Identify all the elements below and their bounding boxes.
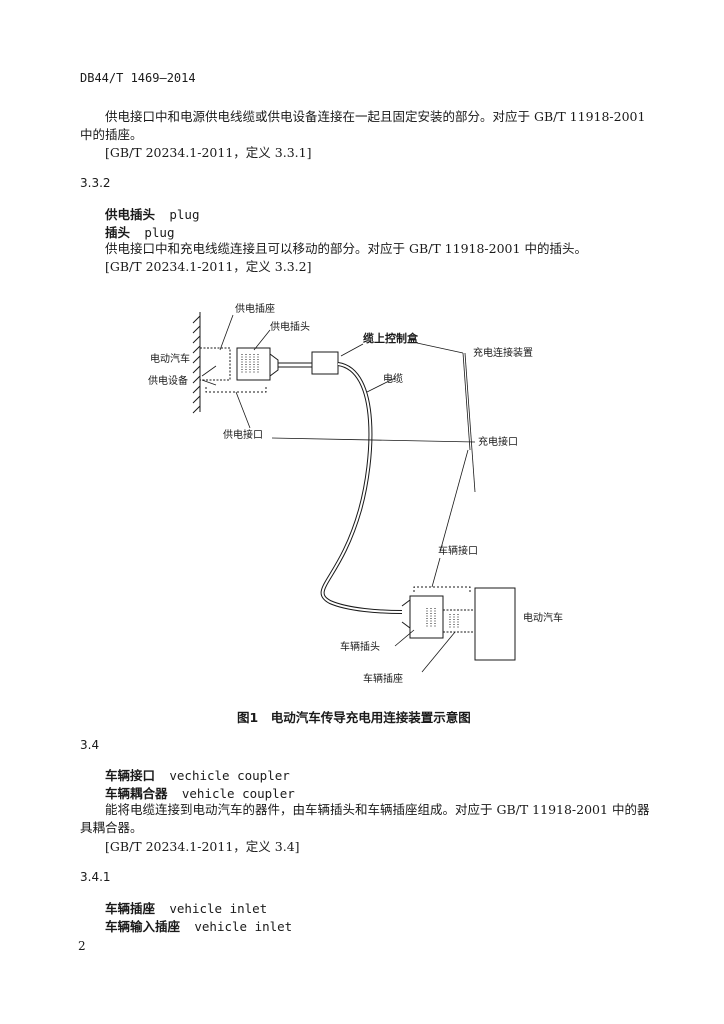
term-cn: 车辆接口 xyxy=(105,768,156,783)
term-en: plug xyxy=(144,225,175,240)
s34-definition-line1: 能将电缆连接到电动汽车的器件，由车辆插头和车辆插座组成。对应于 GB/T 119… xyxy=(105,802,650,817)
term-en: vehicle inlet xyxy=(194,919,293,934)
label-control-box: 缆上控制盒 xyxy=(363,331,419,345)
supply-plug-shape xyxy=(236,347,271,381)
leader-lines xyxy=(201,314,476,673)
label-supply-socket: 供电插座 xyxy=(235,302,275,315)
vehicle-plug-shape xyxy=(409,595,444,639)
label-ev-right: 电动汽车 xyxy=(523,611,563,624)
term-vehicle-coupler: 车辆接口 vechicle coupler xyxy=(105,765,290,784)
vehicle-coupler-bracket xyxy=(413,586,471,592)
term-cn: 车辆输入插座 xyxy=(105,919,181,934)
s332-reference: [GB/T 20234.1-2011，定义 3.3.2] xyxy=(105,259,312,274)
vehicle-inlet-shape xyxy=(442,609,476,633)
vehicle-inlet-pins xyxy=(449,614,459,628)
term-en: vehicle coupler xyxy=(181,786,295,801)
left-wall-hatching xyxy=(192,315,201,414)
label-vehicle-connector: 车辆插头 xyxy=(340,640,380,653)
term-en: plug xyxy=(169,207,200,222)
term-supply-plug: 供电插头 plug xyxy=(105,204,199,223)
ev-body-shape xyxy=(474,587,516,661)
supply-interface-bracket xyxy=(205,387,267,393)
vehicle-plug-pins xyxy=(426,608,436,628)
vehicle-plug-tail xyxy=(401,599,411,629)
term-vehicle-coupling-device: 车辆耦合器 vehicle coupler xyxy=(105,783,295,802)
label-supply-plug: 供电插头 xyxy=(270,320,310,333)
figure-caption: 图1 电动汽车传导充电用连接装置示意图 xyxy=(237,710,471,725)
term-en: vehicle inlet xyxy=(169,901,268,916)
label-charging-interface: 充电接口 xyxy=(478,435,518,448)
page-number: 2 xyxy=(78,939,86,953)
term-vehicle-input-inlet: 车辆输入插座 vehicle inlet xyxy=(105,916,292,935)
term-cn: 车辆耦合器 xyxy=(105,786,168,801)
supply-plug-pins xyxy=(241,354,259,374)
p1-line1: 供电接口中和电源供电线缆或供电设备连接在一起且固定安装的部分。对应于 GB/T … xyxy=(105,109,646,124)
term-cn: 插头 xyxy=(105,225,131,240)
s34-definition-line2: 具耦合器。 xyxy=(80,820,143,835)
label-ev-left: 电动汽车 xyxy=(150,352,190,365)
s332-definition: 供电接口中和充电线缆连接且可以移动的部分。对应于 GB/T 11918-2001… xyxy=(105,241,587,256)
p1-line2: 中的插座。 xyxy=(80,127,143,142)
conductive-charging-diagram: 供电插座 供电插头 电动汽车 供电设备 缆上控制盒 充电连接装置 电缆 供电接口… xyxy=(148,302,563,685)
label-supply-interface: 供电接口 xyxy=(223,428,263,441)
section-3-4-1-number: 3.4.1 xyxy=(80,870,111,884)
term-vehicle-inlet: 车辆插座 vehicle inlet xyxy=(105,898,267,917)
label-cable: 电缆 xyxy=(383,372,403,385)
supply-plug-tail xyxy=(269,353,279,377)
label-vehicle-coupler: 车辆接口 xyxy=(438,544,478,557)
cable-shape xyxy=(320,362,403,614)
section-3-3-2-number: 3.3.2 xyxy=(80,176,111,190)
p1-reference: [GB/T 20234.1-2011，定义 3.3.1] xyxy=(105,145,312,160)
term-en: vechicle coupler xyxy=(169,768,290,783)
section-3-4-number: 3.4 xyxy=(80,738,100,752)
term-cn: 车辆插座 xyxy=(105,901,156,916)
s34-reference: [GB/T 20234.1-2011，定义 3.4] xyxy=(105,839,300,854)
label-vehicle-inlet: 车辆插座 xyxy=(363,672,403,685)
label-supply-equipment: 供电设备 xyxy=(148,374,188,387)
document-id-header: DB44/T 1469—2014 xyxy=(80,71,196,85)
cable-inner xyxy=(321,363,403,613)
term-plug: 插头 plug xyxy=(105,222,174,241)
term-cn: 供电插头 xyxy=(105,207,156,222)
label-charging-assembly: 充电连接装置 xyxy=(473,346,533,359)
control-box-shape xyxy=(311,351,339,375)
supply-socket-shape xyxy=(199,347,231,381)
